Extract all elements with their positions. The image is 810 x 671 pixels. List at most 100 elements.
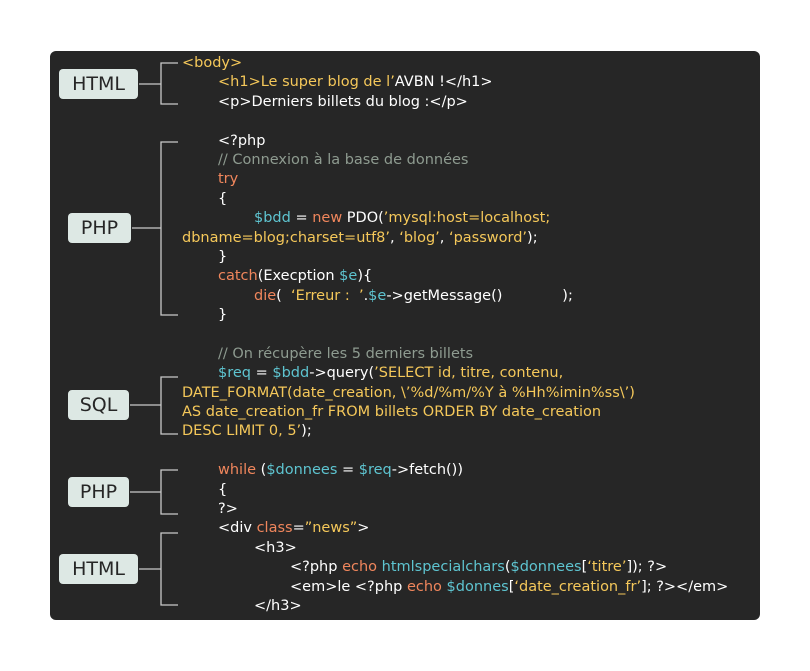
code-line <box>182 112 728 131</box>
code-token: ( <box>256 462 267 479</box>
code-line: ?> <box>182 500 728 519</box>
code-line: <body> <box>182 54 728 73</box>
code-token: = <box>337 462 359 479</box>
code-token: htmlspecialchars <box>381 559 505 576</box>
code-line: { <box>182 481 728 500</box>
code-line: <h1>Le super blog de l’AVBN !</h1> <box>182 73 728 92</box>
bracket-html-2 <box>160 532 178 606</box>
code-token: <body> <box>182 55 243 71</box>
code-token: ( <box>276 287 292 304</box>
code-token: = <box>290 210 313 227</box>
code-token: $req <box>218 365 251 382</box>
section-badge-html: HTML <box>59 69 138 99</box>
code-token: new <box>312 210 343 227</box>
bracket-php-1 <box>160 141 178 316</box>
code-line: <h3> <box>182 539 728 558</box>
code-token: ‘Erreur : ’ <box>291 287 364 304</box>
code-token: echo <box>342 559 378 576</box>
code-line: { <box>182 190 728 209</box>
code-token: DESC LIMIT 0, 5’ <box>182 423 302 440</box>
code-line: <em>le <?php echo $donnes[‘date_creation… <box>182 578 728 597</box>
code-token: ( <box>504 559 511 576</box>
code-line <box>182 442 728 461</box>
code-token: } <box>218 248 228 265</box>
code-token: <?php <box>290 559 343 576</box>
code-token: . <box>363 287 369 304</box>
code-token: $donnees <box>510 559 582 576</box>
code-token: , <box>390 229 400 246</box>
code-token: = <box>251 365 273 382</box>
code-line <box>182 325 728 344</box>
code-token: echo <box>406 578 442 595</box>
code-token: <h3> <box>254 539 297 556</box>
code-token: ]); ?> <box>626 559 668 576</box>
code-token: $e <box>339 268 358 285</box>
code-block: <body> <h1>Le super blog de l’AVBN !</h1>… <box>182 54 728 616</box>
code-token: $bdd <box>254 210 291 227</box>
code-line: } <box>182 306 728 325</box>
code-token: <em>le <?php <box>290 578 407 595</box>
code-token: ?> <box>218 500 238 517</box>
code-token: // Connexion à la base de données <box>218 151 469 168</box>
code-token: <div <box>218 520 257 537</box>
section-badge-php: PHP <box>68 477 129 507</box>
code-token: = <box>292 520 305 537</box>
code-line: // Connexion à la base de données <box>182 151 728 170</box>
code-token: $e <box>368 287 387 304</box>
code-token: } <box>218 307 228 324</box>
code-line: dbname=blog;charset=utf8’, ‘blog’, ‘pass… <box>182 229 728 248</box>
code-token: $bdd <box>272 365 310 382</box>
code-line: <?php echo htmlspecialchars($donnees[‘ti… <box>182 558 728 577</box>
code-token: > <box>357 520 370 537</box>
code-token: [ <box>581 559 588 576</box>
code-token: ’mysql:host=localhost; <box>383 210 551 227</box>
code-token: ); <box>301 423 312 440</box>
code-token: while <box>218 462 257 479</box>
code-token: AS date_creation_fr FROM billets ORDER B… <box>182 404 602 421</box>
code-token: // On récupère les 5 derniers billets <box>218 345 474 362</box>
code-token: class <box>256 520 293 537</box>
section-badge-sql: SQL <box>68 390 129 420</box>
code-token: $donnes <box>446 578 509 595</box>
code-line: $bdd = new PDO(’mysql:host=localhost; <box>182 209 728 228</box>
code-token: ->fetch()) <box>391 462 463 479</box>
code-panel <box>50 51 760 620</box>
code-token: ‘titre’ <box>587 559 627 576</box>
code-token: ‘password’ <box>448 229 528 246</box>
code-token: ]; ?></em> <box>641 578 729 595</box>
bracket-php-2 <box>160 469 178 515</box>
code-line: } <box>182 248 728 267</box>
code-token: [ <box>508 578 515 595</box>
code-line: $req = $bdd->query(’SELECT id, titre, co… <box>182 364 728 383</box>
code-line: </h3> <box>182 597 728 616</box>
code-token: ”news” <box>304 520 358 537</box>
code-token: ‘date_creation_fr’ <box>514 578 642 595</box>
code-token: PDO( <box>342 210 384 227</box>
code-token: (Execption <box>257 268 340 285</box>
code-token: , <box>439 229 449 246</box>
bracket-sql <box>160 376 178 435</box>
code-token: { <box>218 481 228 498</box>
code-token: </h3> <box>254 597 302 614</box>
bracket-html-1 <box>160 62 178 105</box>
code-token: $req <box>358 462 392 479</box>
code-token: ->query( <box>309 365 375 382</box>
code-line: <?php <box>182 132 728 151</box>
code-token: catch <box>218 268 258 285</box>
code-token: ’SELECT id, titre, contenu, <box>374 365 564 382</box>
section-badge-html: HTML <box>59 554 138 584</box>
code-line: die( ‘Erreur : ’.$e->getMessage() ); <box>182 287 728 306</box>
code-line: while ($donnees = $req->fetch()) <box>182 461 728 480</box>
code-token: dbname=blog;charset=utf8’ <box>182 229 391 246</box>
code-token: try <box>218 171 239 188</box>
code-token: die <box>254 287 277 304</box>
section-badge-php: PHP <box>68 213 131 243</box>
code-line: <p>Derniers billets du blog :</p> <box>182 93 728 112</box>
code-line: <div class=”news”> <box>182 519 728 538</box>
code-token: ‘blog’ <box>399 229 440 246</box>
code-line: DESC LIMIT 0, 5’); <box>182 422 728 441</box>
code-line: // On récupère les 5 derniers billets <box>182 345 728 364</box>
code-token: DATE_FORMAT(date_creation, \’%d/%m/%Y à … <box>182 384 635 401</box>
code-line: DATE_FORMAT(date_creation, \’%d/%m/%Y à … <box>182 384 728 403</box>
